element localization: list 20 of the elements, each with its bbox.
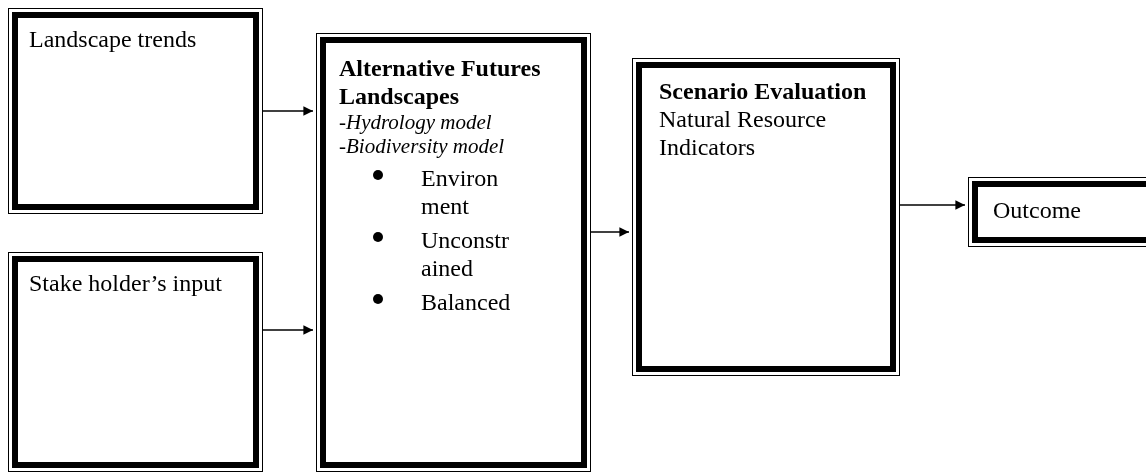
node-note: -Hydrology model <box>339 110 493 134</box>
process-box <box>316 33 591 472</box>
node-heading: Scenario Evaluation <box>659 77 868 105</box>
node-heading: Alternative Futures Landscapes <box>339 54 542 110</box>
node-text: Stake holder’s input <box>29 269 223 297</box>
list-item: Unconstrained <box>421 226 510 282</box>
node-text: Landscape trends <box>29 25 198 53</box>
node-text: Natural Resource Indicators <box>659 105 828 161</box>
process-box <box>8 8 263 214</box>
list-item: Balanced <box>421 288 512 316</box>
arrow <box>262 106 314 116</box>
node-note: -Biodiversity model <box>339 134 506 158</box>
arrow <box>590 227 630 237</box>
arrow <box>899 200 966 210</box>
process-box <box>968 177 1146 247</box>
list-item: Environment <box>421 164 500 220</box>
node-text: Outcome <box>993 196 1082 224</box>
arrow <box>262 325 314 335</box>
process-box <box>632 58 900 376</box>
process-box <box>8 252 263 472</box>
